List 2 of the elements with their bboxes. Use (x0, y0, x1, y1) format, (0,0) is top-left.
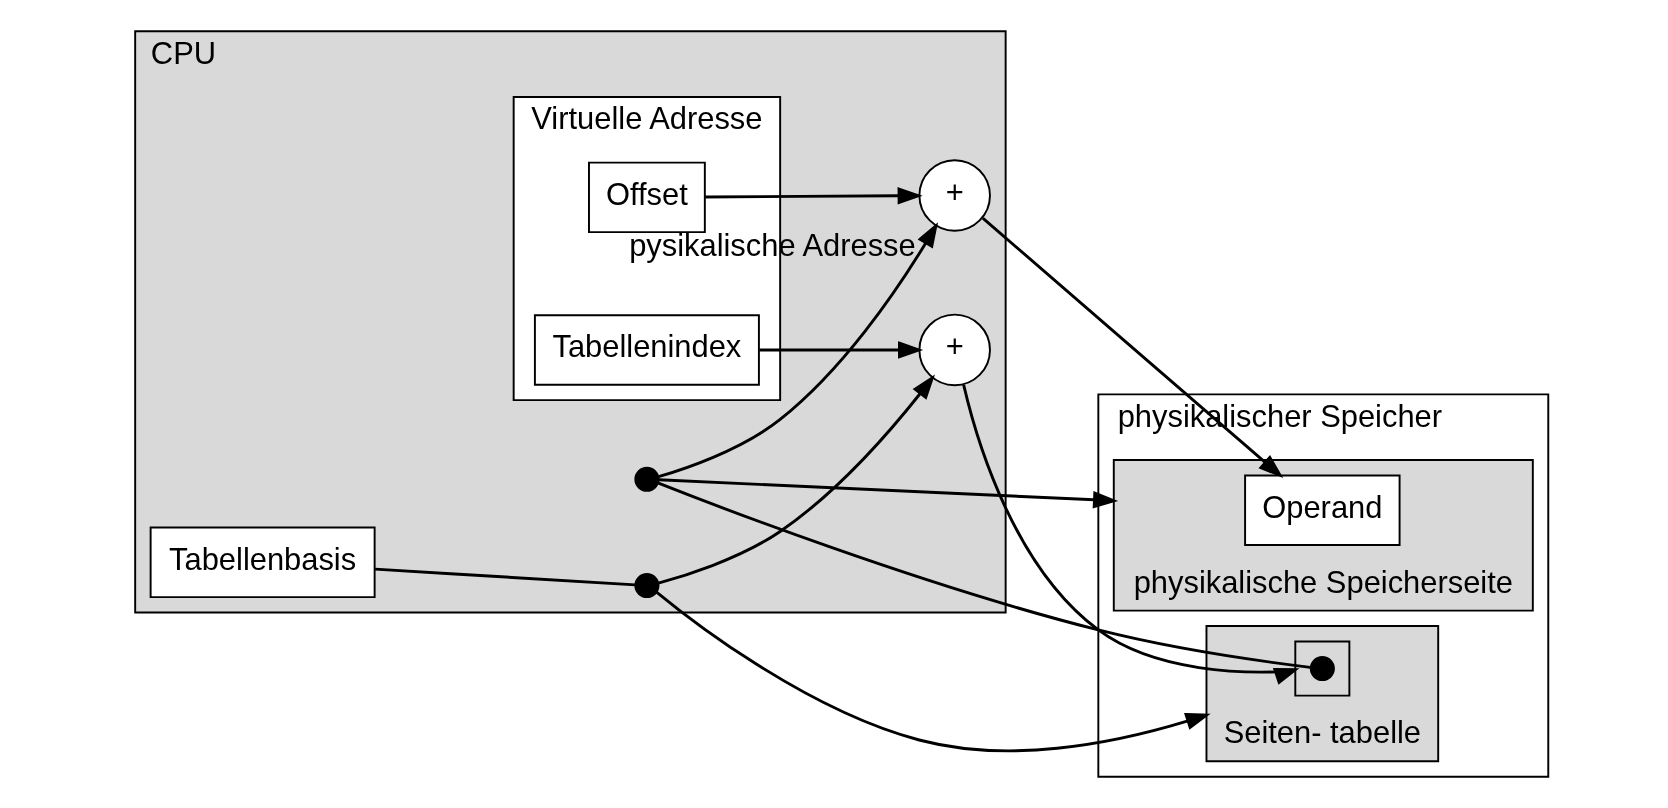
node-label: Seiten- tabelle (1223, 715, 1422, 751)
node-label: physikalische Speicherseite (1133, 564, 1513, 600)
